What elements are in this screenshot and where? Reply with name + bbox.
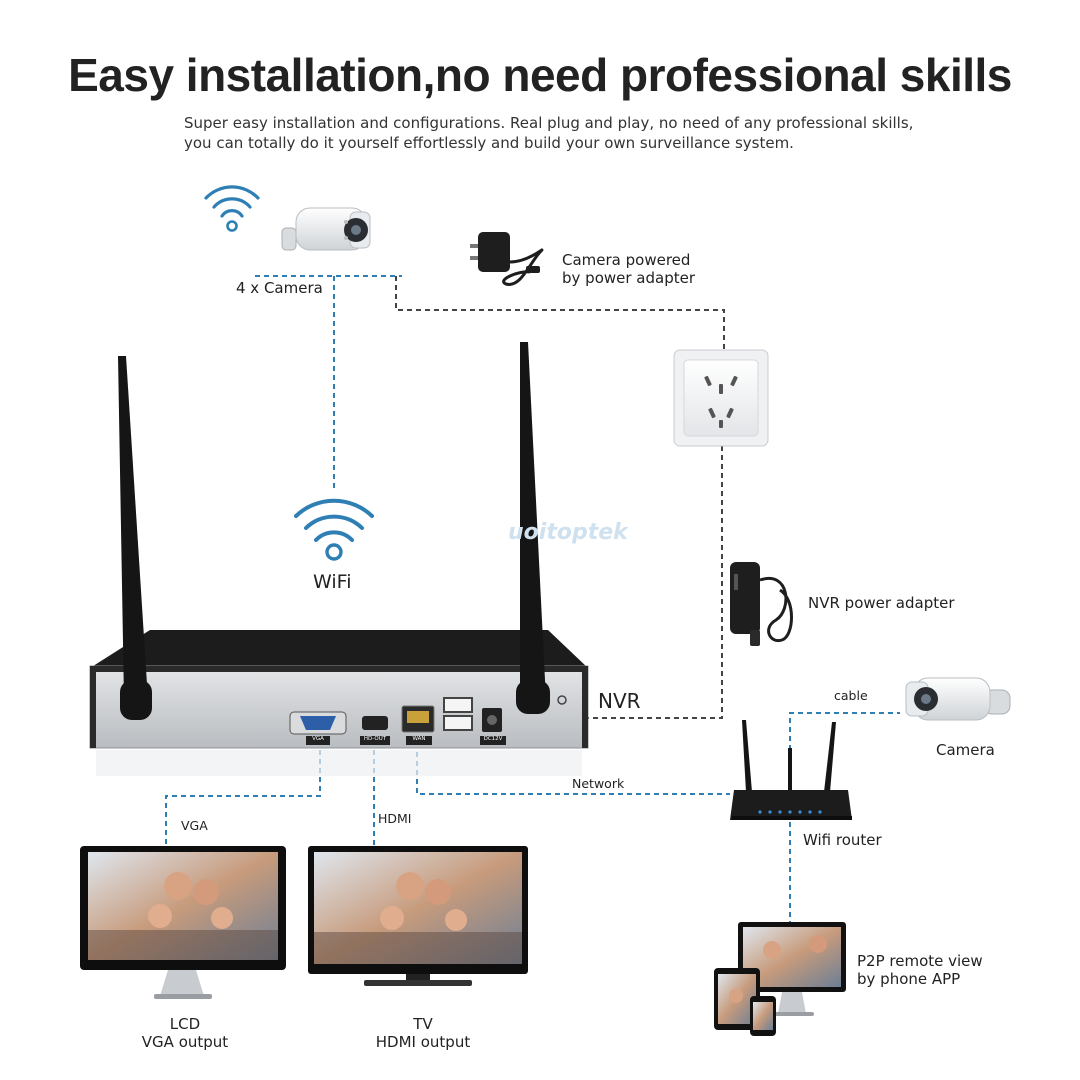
port-label-wan: WAN <box>412 736 426 742</box>
subtitle-line-1: Super easy installation and configuratio… <box>184 114 914 132</box>
camera-powered-label-1: Camera powered <box>562 251 691 269</box>
watermark-text: uoitoptek <box>508 520 628 545</box>
tv-icon <box>308 846 528 986</box>
wifi-router-icon <box>730 720 852 820</box>
vga-label: VGA <box>181 818 208 833</box>
lcd-monitor-icon <box>80 846 286 999</box>
network-label: Network <box>572 776 625 791</box>
camera-power-adapter-icon <box>470 232 544 286</box>
page-title: Easy installation,no need professional s… <box>68 49 1012 101</box>
camera-label: Camera <box>936 741 995 759</box>
tv-label-2: HDMI output <box>375 1033 471 1051</box>
tv-label-1: TV <box>413 1015 433 1033</box>
wifi-label: WiFi <box>313 571 352 593</box>
hdmi-label: HDMI <box>378 811 412 826</box>
camera-connector-lines <box>255 275 402 492</box>
p2p-label-2: by phone APP <box>857 970 961 988</box>
subtitle-line-2: you can totally do it yourself effortles… <box>184 134 794 152</box>
port-label-hdmi: HD-OUT <box>363 736 387 742</box>
nvr-label: NVR <box>598 689 641 713</box>
port-label-dc: DC12V <box>483 736 503 742</box>
bullet-camera-icon <box>281 207 371 251</box>
lcd-label-2: VGA output <box>141 1033 229 1051</box>
cable-label: cable <box>834 688 868 703</box>
lcd-label-1: LCD <box>169 1015 201 1033</box>
camera-group-label: 4 x Camera <box>236 279 323 297</box>
camera-powered-label-2: by power adapter <box>562 269 696 287</box>
wall-outlet-icon <box>673 349 769 447</box>
p2p-label-1: P2P remote view <box>857 952 983 970</box>
nvr-power-adapter-icon <box>730 562 793 646</box>
wifi-signal-icon-small <box>204 185 260 232</box>
nvr-power-adapter-label: NVR power adapter <box>808 594 955 612</box>
wifi-router-label: Wifi router <box>803 831 882 849</box>
remote-view-devices-icon <box>714 922 846 1036</box>
wifi-signal-icon-large <box>294 498 374 561</box>
camera-right-icon <box>905 677 1011 721</box>
port-label-vga: VGA <box>312 736 324 742</box>
nvr-device <box>89 342 589 776</box>
